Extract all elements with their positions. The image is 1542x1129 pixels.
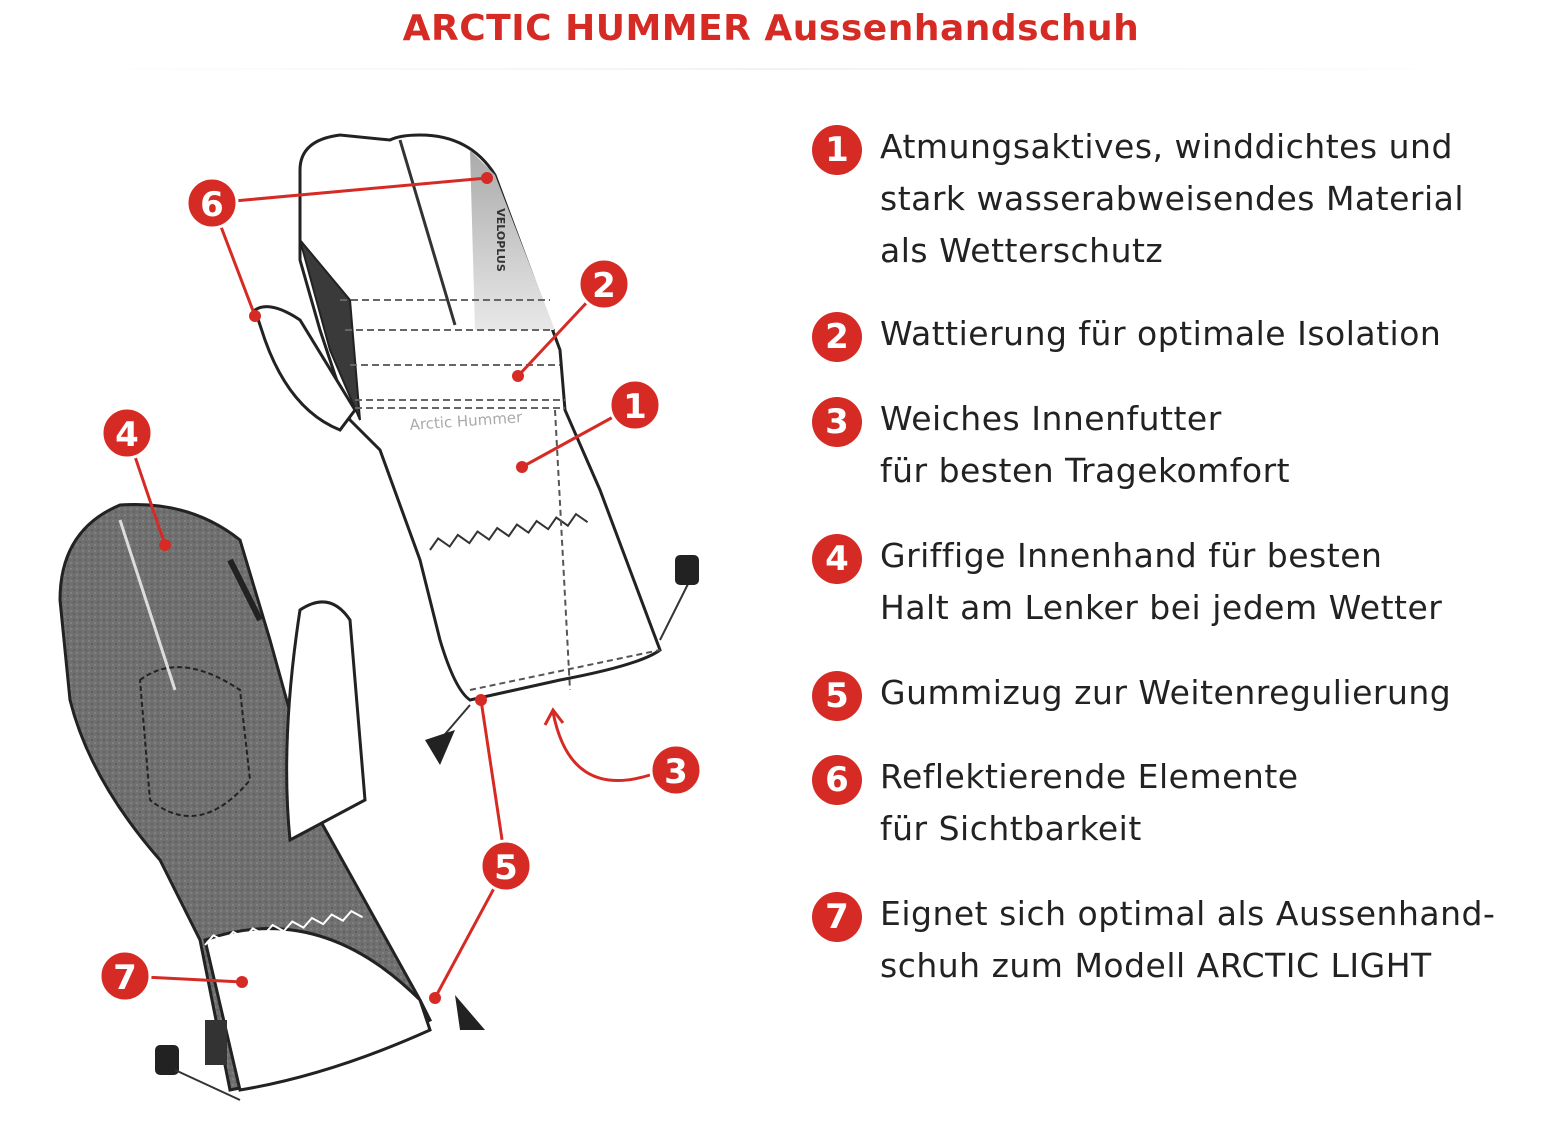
- svg-text:3: 3: [664, 752, 688, 792]
- feature-number-badge: 5: [812, 671, 862, 721]
- feature-number-badge: 7: [812, 892, 862, 942]
- glove-diagram: VELOPLUS Arctic Hummer: [58, 133, 703, 1101]
- svg-text:2: 2: [592, 266, 616, 306]
- feature-number-badge: 2: [812, 312, 862, 362]
- page-title: ARCTIC HUMMER Aussenhandschuh: [402, 8, 1140, 49]
- feature-text: Eignet sich optimal als Aussenhand-: [880, 894, 1496, 933]
- feature-item-6: 6 Reflektierende Elemente für Sichtbarkei…: [812, 755, 1299, 855]
- feature-number-badge: 6: [812, 755, 862, 805]
- thumb: [253, 305, 357, 432]
- callout-badge-2: 2: [577, 257, 631, 311]
- svg-text:7: 7: [113, 958, 137, 998]
- feature-number-badge: 3: [812, 397, 862, 447]
- drawcord-toggle: [155, 1045, 179, 1075]
- svg-text:5: 5: [494, 848, 518, 888]
- feature-number-badge: 4: [812, 534, 862, 584]
- feature-text: für besten Tragekomfort: [880, 451, 1291, 490]
- drawcord-toggle: [425, 730, 455, 765]
- svg-text:6: 6: [200, 185, 224, 225]
- feature-text: Gummizug zur Weitenregulierung: [880, 673, 1452, 712]
- glove-back: VELOPLUS Arctic Hummer: [253, 133, 699, 765]
- glove-palm: [58, 502, 485, 1101]
- feature-text: für Sichtbarkeit: [880, 809, 1142, 848]
- feature-item-7: 7 Eignet sich optimal als Aussenhand-sch…: [812, 892, 1495, 992]
- callout-badge-7: 7: [98, 949, 152, 1003]
- svg-text:4: 4: [115, 415, 139, 455]
- feature-text: Halt am Lenker bei jedem Wetter: [880, 588, 1443, 627]
- feature-item-2: 2 Wattierung für optimale Isolation: [812, 312, 1441, 362]
- feature-text: stark wasserabweisendes Material: [880, 179, 1465, 218]
- veloplus-tag: VELOPLUS: [494, 208, 507, 272]
- feature-text: Wattierung für optimale Isolation: [880, 314, 1442, 353]
- feature-item-5: 5 Gummizug zur Weitenregulierung: [812, 671, 1451, 721]
- callout-badge-1: 1: [608, 378, 662, 432]
- callout-arrow-3: [543, 707, 651, 783]
- callout-badge-6: 6: [185, 176, 239, 230]
- reflective-panel: [470, 150, 555, 330]
- callout-badge-5: 5: [479, 839, 533, 893]
- feature-text: Weiches Innenfutter: [880, 399, 1222, 438]
- feature-text: Griffige Innenhand für besten: [880, 536, 1383, 575]
- cuff: [203, 927, 432, 1092]
- callout-badge-3: 3: [649, 743, 703, 797]
- feature-item-3: 3 Weiches Innenfutter für besten Tragekom…: [812, 397, 1290, 497]
- thumb: [285, 600, 367, 843]
- callout-badge-4: 4: [100, 406, 154, 460]
- svg-text:1: 1: [623, 387, 647, 427]
- feature-text: schuh zum Modell ARCTIC LIGHT: [880, 946, 1432, 985]
- feature-number-badge: 1: [812, 125, 862, 175]
- feature-text: als Wetterschutz: [880, 231, 1164, 270]
- drawcord-toggle: [675, 555, 699, 585]
- feature-text: Atmungsaktives, winddichtes und: [880, 127, 1453, 166]
- feature-item-1: 1 Atmungsaktives, winddichtes und stark w…: [812, 125, 1464, 277]
- drawcord-toggle: [455, 995, 485, 1030]
- title-divider: [40, 68, 1502, 70]
- feature-text: Reflektierende Elemente: [880, 757, 1299, 796]
